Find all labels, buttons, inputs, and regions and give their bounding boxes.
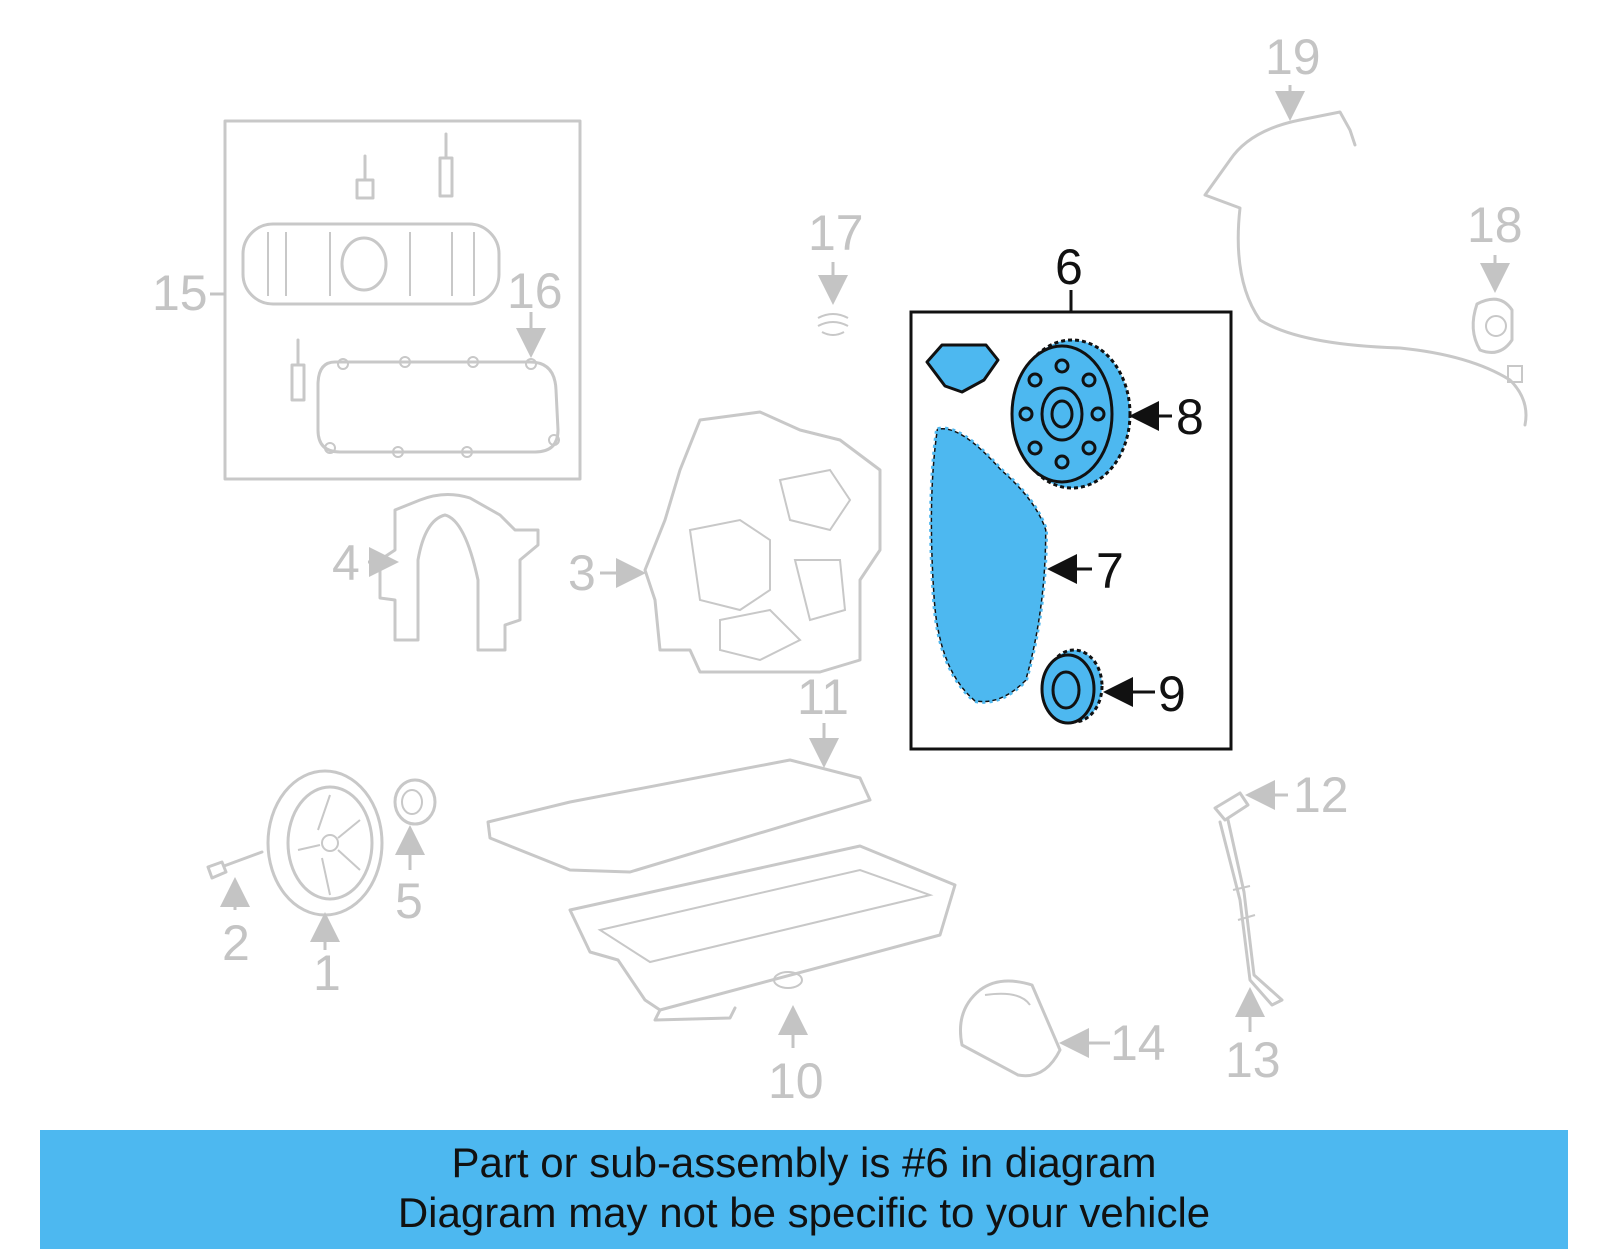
- callout-13: 13: [1225, 1032, 1281, 1088]
- part-10-oil-pan: [568, 844, 957, 1022]
- part-15-valve-cover-group: [223, 119, 582, 481]
- banner-line-2: Diagram may not be specific to your vehi…: [397, 1189, 1211, 1236]
- callout-2: 2: [222, 915, 250, 971]
- part-7-timing-chain: [929, 426, 1049, 704]
- part-6-box: [909, 310, 1233, 751]
- part-5-seal: [393, 778, 437, 826]
- callout-11: 11: [797, 669, 849, 725]
- callout-4: 4: [332, 535, 360, 591]
- callout-16: 16: [507, 263, 563, 319]
- part-2-bolt: [206, 850, 264, 880]
- callout-1: 1: [313, 945, 341, 1001]
- info-banner: Part or sub-assembly is #6 in diagram Di…: [40, 1130, 1568, 1249]
- part-17-clip: [817, 313, 849, 336]
- callout-18: 18: [1467, 197, 1523, 253]
- part-6-timing-kit: [909, 290, 1233, 751]
- callout-12: 12: [1293, 767, 1349, 823]
- callout-19: 19: [1265, 29, 1321, 85]
- callout-3: 3: [568, 545, 596, 601]
- callout-10: 10: [768, 1053, 824, 1109]
- callout-9: 9: [1158, 666, 1186, 722]
- callout-5: 5: [395, 873, 423, 929]
- part-8-cam-sprocket: [1010, 338, 1132, 490]
- banner-line-1: Part or sub-assembly is #6 in diagram: [451, 1139, 1157, 1186]
- part-11-pan-gasket: [486, 758, 872, 874]
- callout-14: 14: [1110, 1015, 1166, 1071]
- part-1-pulley: [266, 769, 384, 917]
- part-4-cover-gasket: [378, 493, 540, 652]
- part-12-13-dipstick: [1213, 791, 1284, 1007]
- part-14-oil-filter: [958, 979, 1062, 1078]
- callout-7: 7: [1096, 543, 1124, 599]
- parts-diagram: 15 16 4 3 17 19 18 11 5 2 1 10 12 13 14 …: [152, 29, 1528, 1109]
- gasket: [925, 343, 1000, 394]
- part-19-wiring-harness: [1203, 110, 1528, 427]
- callout-15: 15: [152, 265, 208, 321]
- part-3-front-cover: [643, 410, 882, 674]
- callout-8: 8: [1176, 389, 1204, 445]
- part-18-sensor: [1471, 297, 1514, 354]
- callout-17: 17: [808, 205, 864, 261]
- part-9-crank-sprocket: [1040, 648, 1104, 725]
- callout-6: 6: [1055, 239, 1083, 295]
